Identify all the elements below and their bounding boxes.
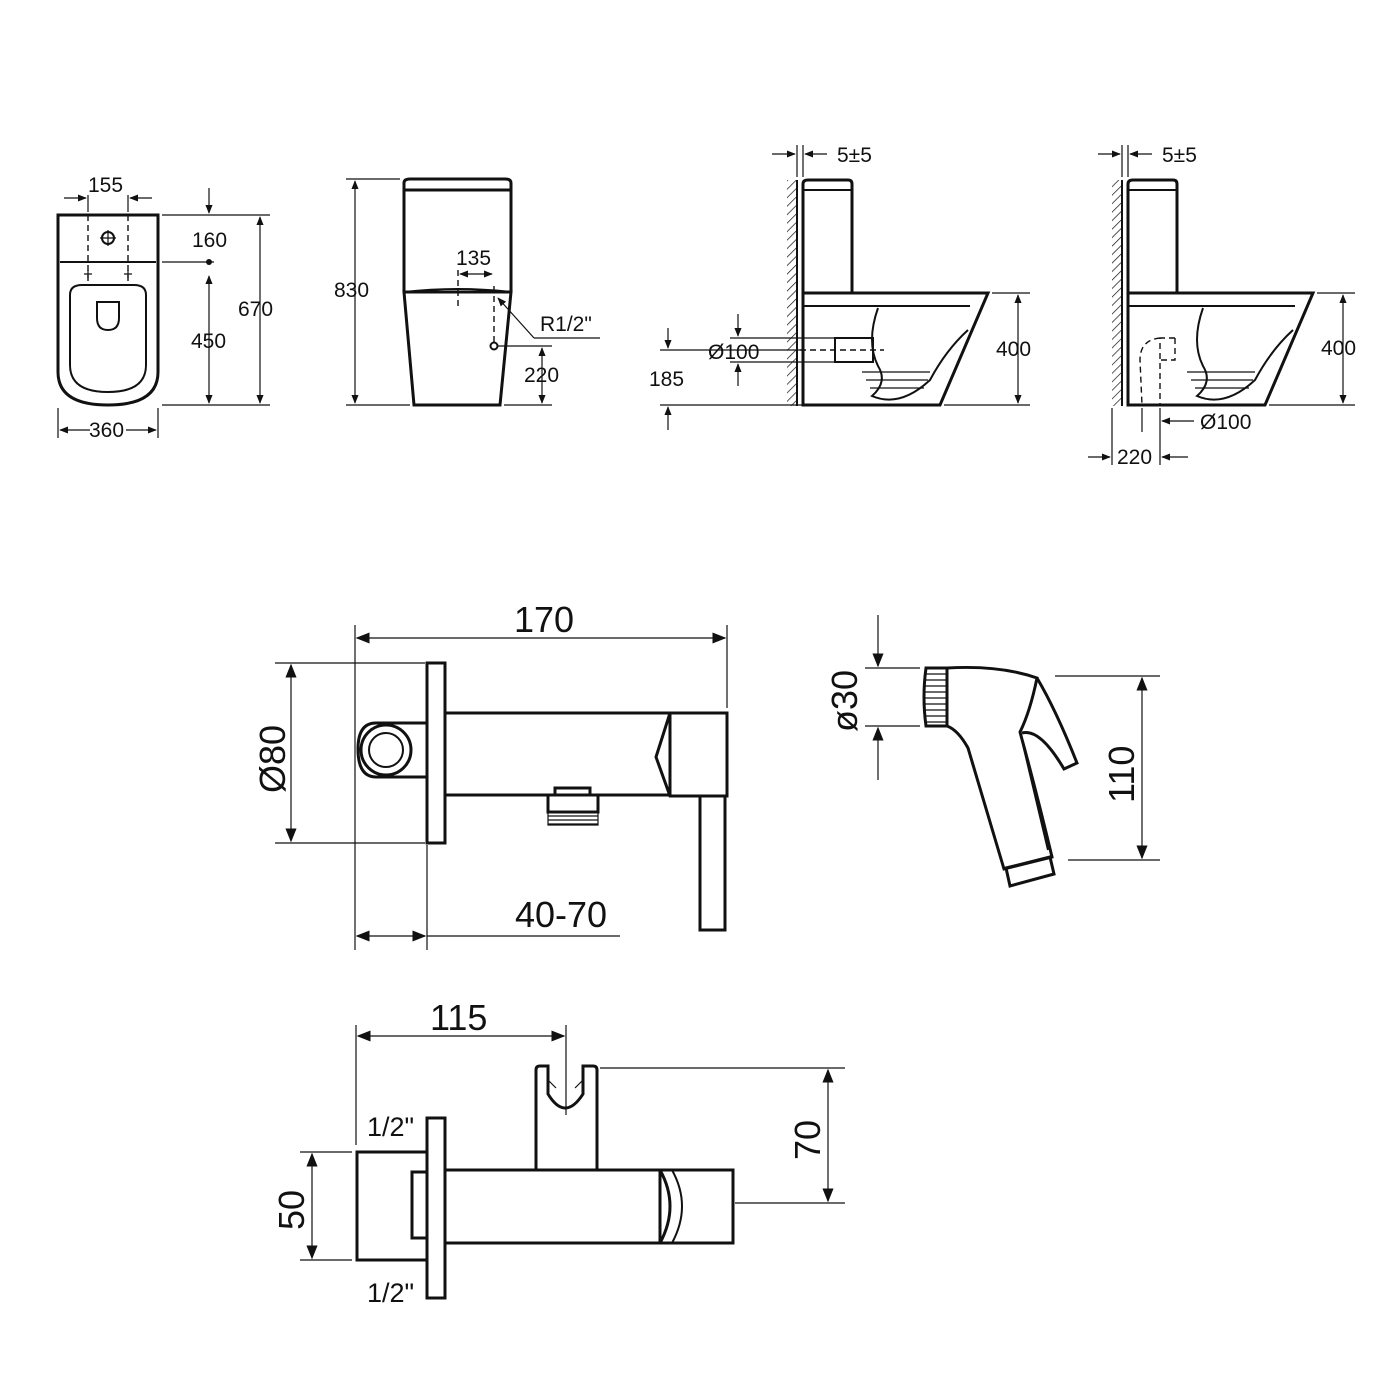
tank-front (402, 177, 513, 192)
dim-holder-length: 115 (430, 997, 487, 1038)
dim-height: 830 (334, 279, 369, 302)
top-center-lines (87, 215, 129, 285)
dim-tank-depth: 160 (192, 229, 227, 252)
dim-width: 360 (89, 419, 124, 442)
fixing-marks (84, 270, 132, 278)
toilet-side-view-floor-outlet: 5±5 400 Ø100 220 (1088, 144, 1356, 469)
side-trap-b (1195, 307, 1294, 401)
sprayer-body-inner (1019, 731, 1049, 851)
dim-outlet-dia-b: Ø100 (1200, 411, 1251, 434)
inlet-point (489, 341, 499, 351)
dim-top-width: 155 (88, 174, 123, 197)
valve-outlet-ring-outer (359, 723, 413, 777)
toilet-side-view-wall-outlet: 5±5 Ø100 185 400 (649, 144, 1031, 430)
toilet-top-view: 155 160 450 670 360 (56, 174, 273, 442)
valve-hose-nut (546, 786, 600, 814)
sprayer-head-grip-lines (924, 673, 947, 723)
toilet-top-outline (56, 213, 160, 407)
dim-outlet-offset: 220 (1117, 446, 1152, 469)
bidet-valve-view: 170 Ø80 40-70 (252, 599, 729, 950)
valve-side-outlet (356, 721, 427, 779)
dim-sprayer-height: 110 (1101, 746, 1142, 803)
side-water (862, 371, 930, 389)
valve-handle-head (654, 711, 729, 798)
thread-top: 1/2" (367, 1112, 414, 1142)
dim-inlet-offset: 135 (456, 247, 491, 270)
inlet-dashes (457, 270, 495, 346)
side-trap (870, 307, 969, 401)
sprayer-head-grip (922, 666, 949, 728)
holder-handle-curve (671, 1169, 683, 1244)
wall-hatch (787, 180, 797, 406)
holder-cradle (534, 1064, 599, 1170)
dim-wall-range: 40-70 (515, 894, 607, 935)
tank-outline (57, 215, 159, 262)
thread-bottom: 1/2" (367, 1278, 414, 1308)
side-tank-b (1126, 178, 1179, 293)
valve-lever (698, 796, 727, 932)
side-tank (801, 178, 854, 293)
valve-hose-thread (547, 812, 599, 826)
holder-handle (657, 1168, 735, 1245)
inlet-thread: R1/2" (540, 313, 592, 336)
dim-plate-dia: Ø80 (252, 725, 293, 793)
holder-wall-plate (425, 1116, 447, 1300)
dim-wall-gap-b: 5±5 (1162, 144, 1197, 167)
side-bowl-b (1126, 291, 1316, 407)
front-seam (403, 288, 512, 293)
tank-body-front (402, 190, 513, 292)
flush-crosshair (100, 230, 116, 246)
hand-sprayer-view: ø30 110 (824, 615, 1160, 888)
dim-outlet-dia: Ø100 (708, 341, 759, 364)
wall-hatch-b (1112, 180, 1122, 406)
side-bowl (801, 291, 991, 407)
dim-head-dia: ø30 (824, 670, 865, 732)
valve-body (445, 711, 672, 797)
holder-valve-view: 115 70 50 1/2" 1/2" (271, 997, 845, 1308)
holder-inlet-block (355, 1150, 429, 1262)
dim-body-height: 50 (271, 1190, 312, 1230)
sprayer-body (946, 665, 1054, 871)
dim-valve-length: 170 (514, 599, 574, 640)
valve-outlet-ring-inner (368, 732, 404, 768)
bowl-front (402, 290, 513, 407)
toilet-front-view: 830 135 R1/2" 220 (334, 177, 600, 407)
dim-inlet-height: 220 (524, 364, 559, 387)
side-outlet (834, 337, 874, 363)
dim-bowl: 450 (191, 330, 226, 353)
side-water-b (1187, 371, 1255, 389)
dim-holder-height: 70 (787, 1120, 828, 1160)
seat-outline (69, 284, 147, 394)
sprayer-trigger (1021, 677, 1079, 771)
dim-wall-gap: 5±5 (837, 144, 872, 167)
dim-total-length: 670 (238, 298, 273, 321)
valve-wall-plate (425, 661, 447, 845)
holder-valve-body (445, 1168, 662, 1245)
dim-outlet-height: 185 (649, 368, 684, 391)
dim-seat-height: 400 (996, 338, 1031, 361)
sprayer-hose-nut (1004, 855, 1056, 888)
floor-outlet-dash (1139, 337, 1176, 406)
dim-seat-height-b: 400 (1321, 337, 1356, 360)
seat-hole (96, 301, 120, 332)
holder-cradle-arrow (547, 1079, 584, 1089)
